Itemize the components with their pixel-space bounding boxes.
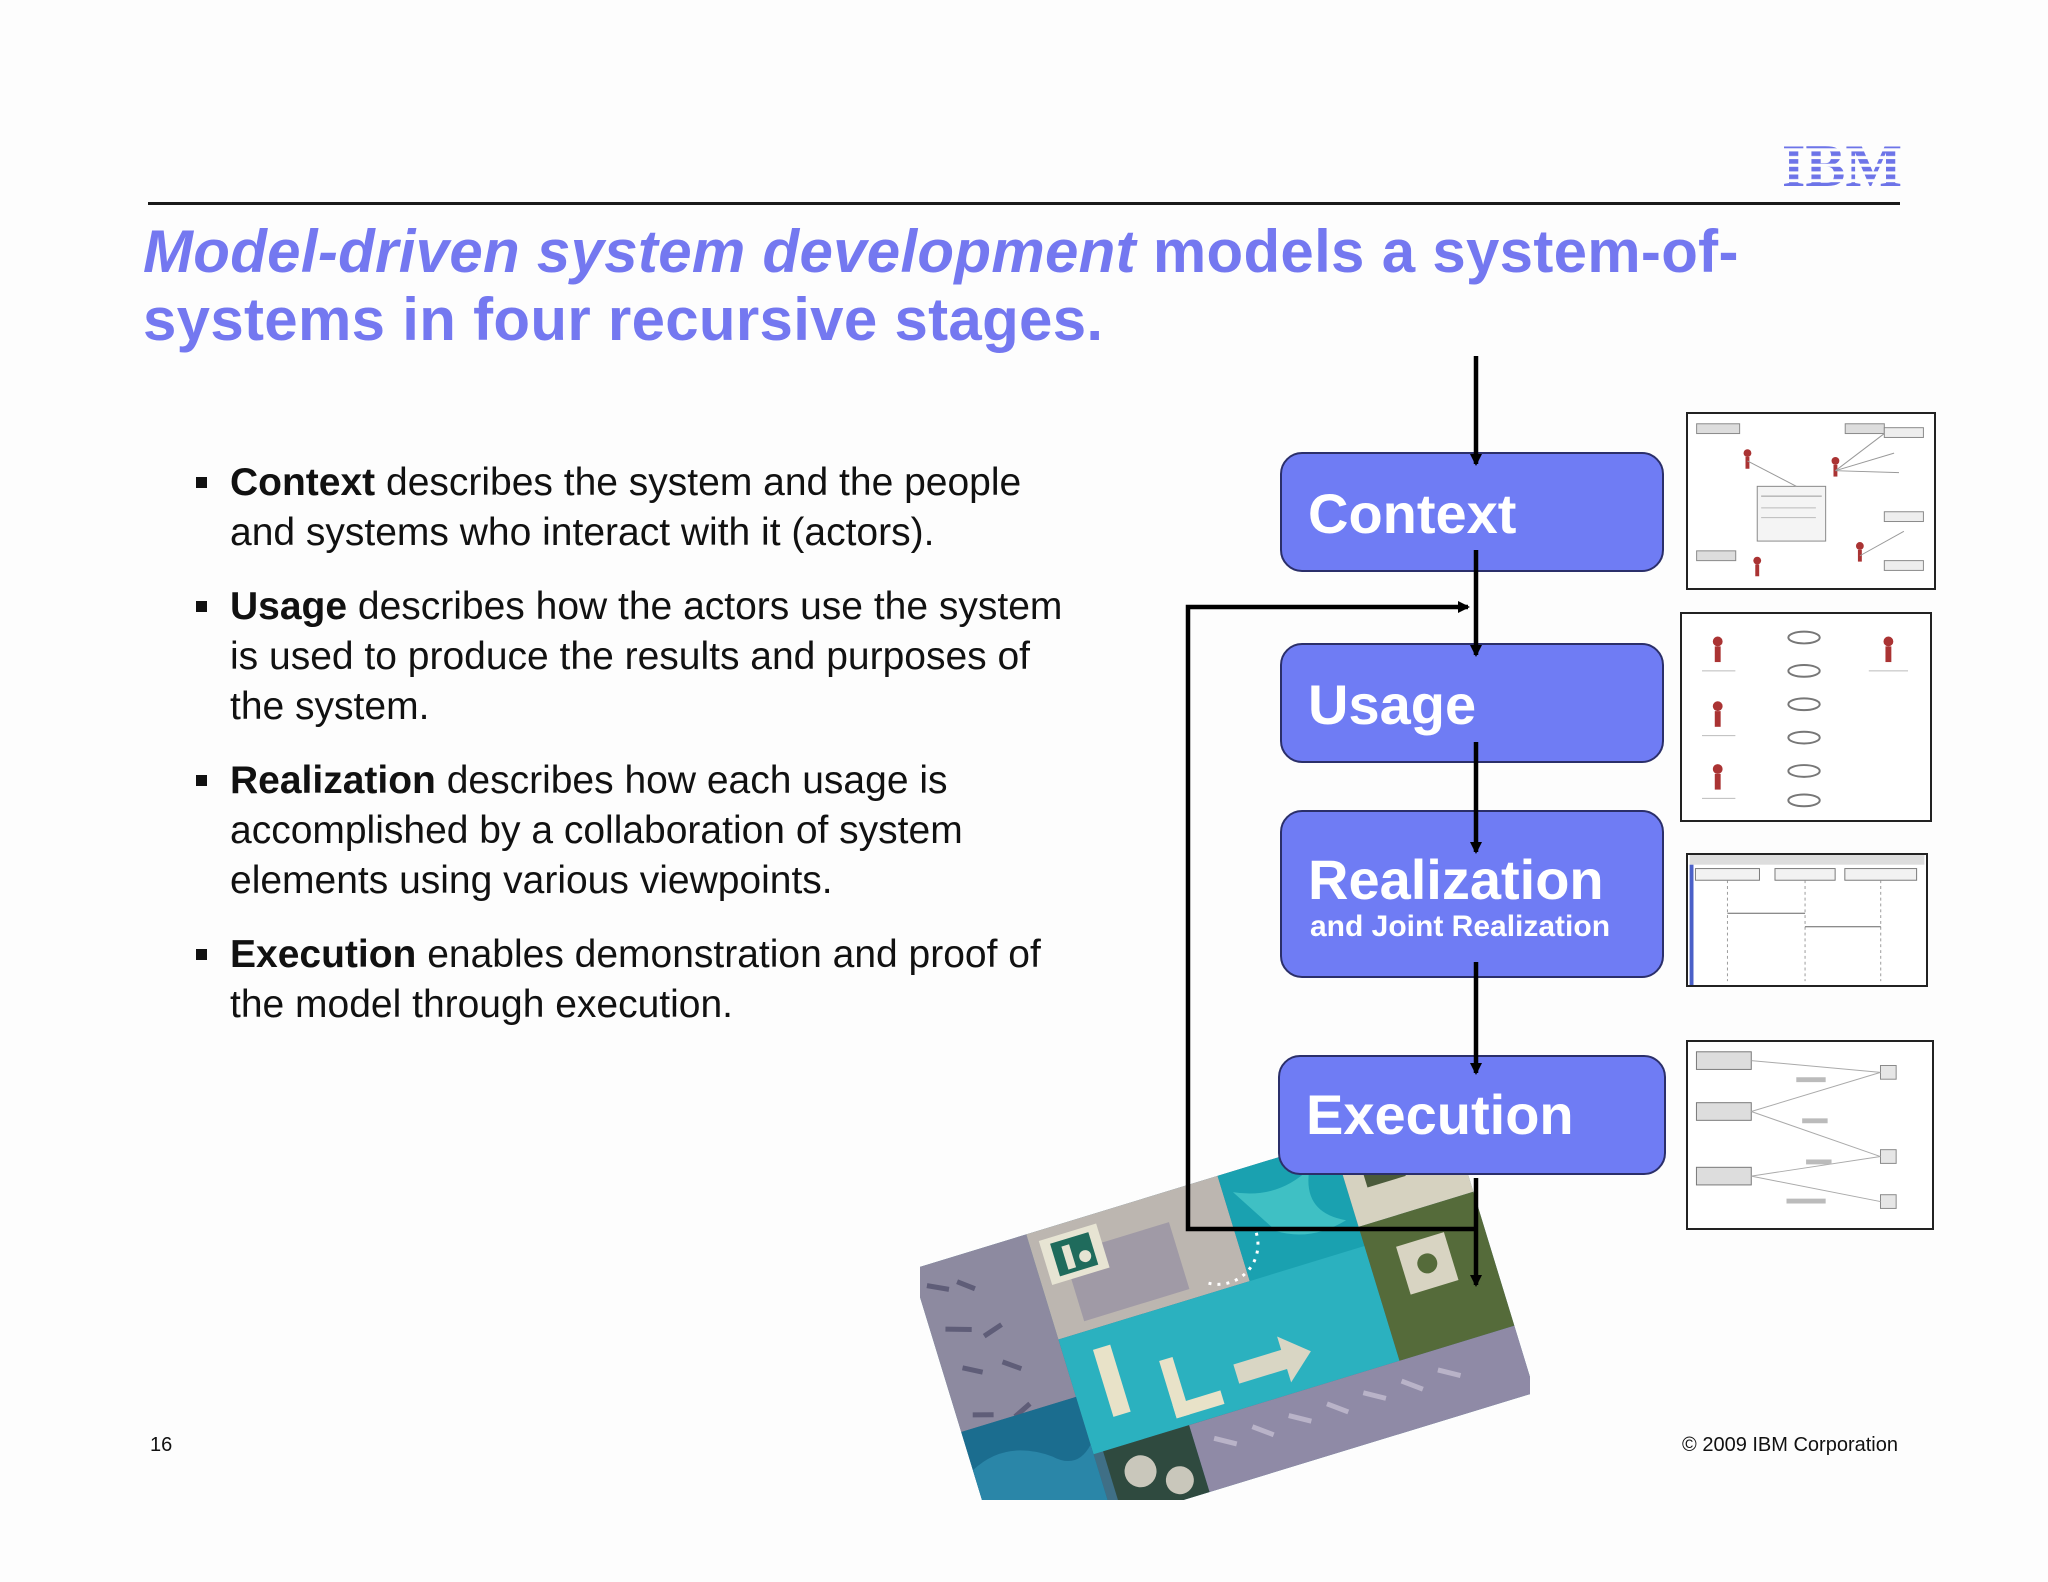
realization-diagram-thumbnail [1686, 853, 1928, 987]
bullet-term: Context [230, 461, 376, 504]
bullet-square-icon [196, 775, 207, 786]
stage-label: Context [1308, 482, 1517, 545]
bullet-text: enables demonstration and proof of the m… [230, 933, 1041, 1026]
bullet-item: Usage describes how the actors use the s… [196, 582, 1076, 732]
bullet-item: Realization describes how each usage is … [196, 756, 1076, 906]
title-rest: models a system-of-systems in four recur… [143, 218, 1739, 353]
bullet-text: describes how the actors use the system … [230, 585, 1063, 728]
bullet-term: Execution [230, 933, 417, 976]
bullet-term: Realization [230, 759, 436, 802]
copyright-notice: © 2009 IBM Corporation [1682, 1434, 1898, 1456]
bullet-square-icon [196, 477, 207, 488]
bullet-text: describes how each usage is accomplished… [230, 759, 963, 902]
execution-diagram-thumbnail [1686, 1040, 1934, 1230]
city-map-illustration [920, 1140, 1530, 1500]
page-title: Model-driven system development models a… [143, 218, 1863, 354]
usage-diagram-thumbnail [1680, 612, 1932, 822]
title-rule [148, 202, 1900, 205]
bullet-term: Usage [230, 585, 348, 628]
bullet-square-icon [196, 601, 207, 612]
svg-text:IBM: IBM [1782, 136, 1902, 190]
stage-usage-box: Usage [1280, 643, 1664, 763]
bullet-item: Context describes the system and the peo… [196, 458, 1076, 558]
title-emphasis: Model-driven system development [143, 218, 1136, 285]
stage-label: Execution [1306, 1083, 1574, 1146]
context-diagram-thumbnail [1686, 412, 1936, 590]
ibm-logo: IBM [1782, 136, 1902, 190]
stage-realization-box: Realization and Joint Realization [1280, 810, 1664, 978]
page-number: 16 [150, 1434, 173, 1456]
stage-sublabel: and Joint Realization [1310, 910, 1611, 943]
stage-execution-box: Execution [1278, 1055, 1666, 1175]
bullet-square-icon [196, 949, 207, 960]
stage-label: Usage [1308, 673, 1477, 736]
stage-label: Realization [1308, 848, 1604, 911]
bullet-text: describes the system and the people and … [230, 461, 1022, 554]
stage-context-box: Context [1280, 452, 1664, 572]
bullet-list: Context describes the system and the peo… [196, 458, 1076, 1054]
bullet-item: Execution enables demonstration and proo… [196, 930, 1076, 1030]
